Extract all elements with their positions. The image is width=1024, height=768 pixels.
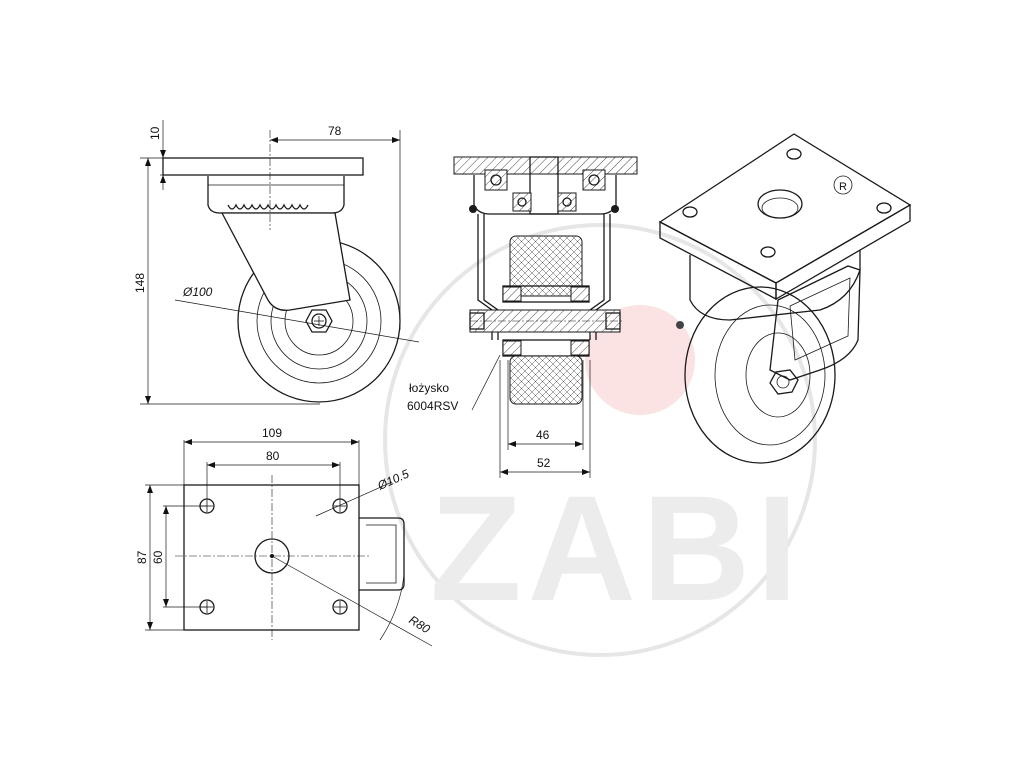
registered-mark: R <box>839 181 847 193</box>
dim-fork-width: 52 <box>537 456 551 470</box>
dim-hole-diameter: Ø10.5 <box>375 467 412 494</box>
plan-view: 109 80 Ø10.5 87 60 R80 <box>135 426 433 647</box>
watermark-text: ZABI <box>430 464 804 632</box>
watermark: ZABI <box>383 223 817 657</box>
side-view: Ø100 78 148 10 <box>133 120 420 405</box>
section-view: łożysko 6004RSV 46 52 <box>407 156 638 478</box>
mount-hole <box>332 498 348 514</box>
dim-wheel-diameter: Ø100 <box>182 285 213 299</box>
label-bearing-line1: łożysko <box>409 381 449 395</box>
isometric-view: R <box>658 133 912 464</box>
dim-wheel-width: 46 <box>536 428 550 442</box>
label-bearing-line2: 6004RSV <box>407 399 458 413</box>
dim-offset: 78 <box>328 124 342 138</box>
dim-plate-thickness: 10 <box>148 126 162 140</box>
dim-plate-width: 109 <box>262 426 282 440</box>
dim-height: 148 <box>133 273 147 293</box>
dim-swivel-radius: R80 <box>406 613 432 637</box>
dim-hole-spacing-x: 80 <box>266 449 280 463</box>
mount-hole <box>332 599 348 615</box>
dim-hole-spacing-y: 60 <box>151 550 165 564</box>
dim-plate-depth: 87 <box>135 550 149 564</box>
